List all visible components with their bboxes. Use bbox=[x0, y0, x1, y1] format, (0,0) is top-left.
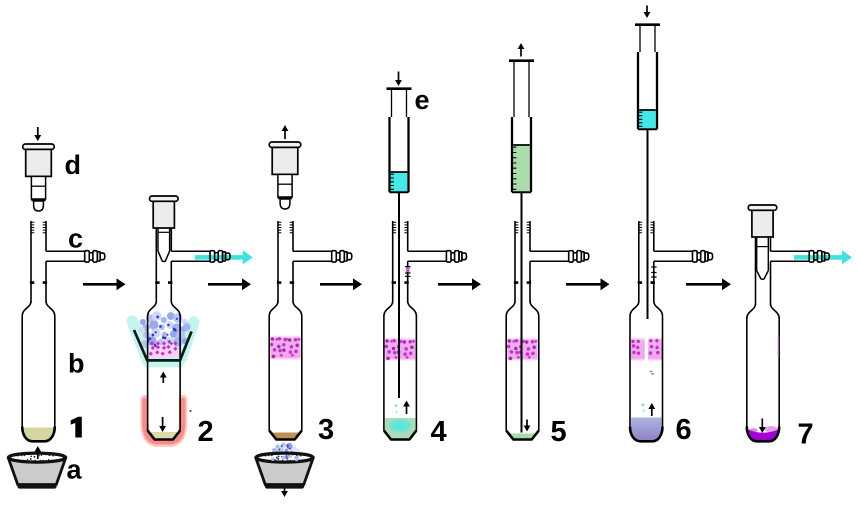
svg-text:b: b bbox=[68, 349, 85, 379]
svg-text:a: a bbox=[67, 455, 83, 485]
svg-text:4: 4 bbox=[431, 416, 447, 448]
svg-text:3: 3 bbox=[318, 414, 334, 446]
svg-text:7: 7 bbox=[798, 419, 814, 451]
svg-text:c: c bbox=[68, 224, 83, 254]
svg-text:e: e bbox=[415, 85, 430, 115]
svg-text:d: d bbox=[65, 150, 82, 180]
svg-text:5: 5 bbox=[551, 416, 567, 448]
svg-text:2: 2 bbox=[198, 416, 214, 448]
svg-text:6: 6 bbox=[676, 414, 692, 446]
